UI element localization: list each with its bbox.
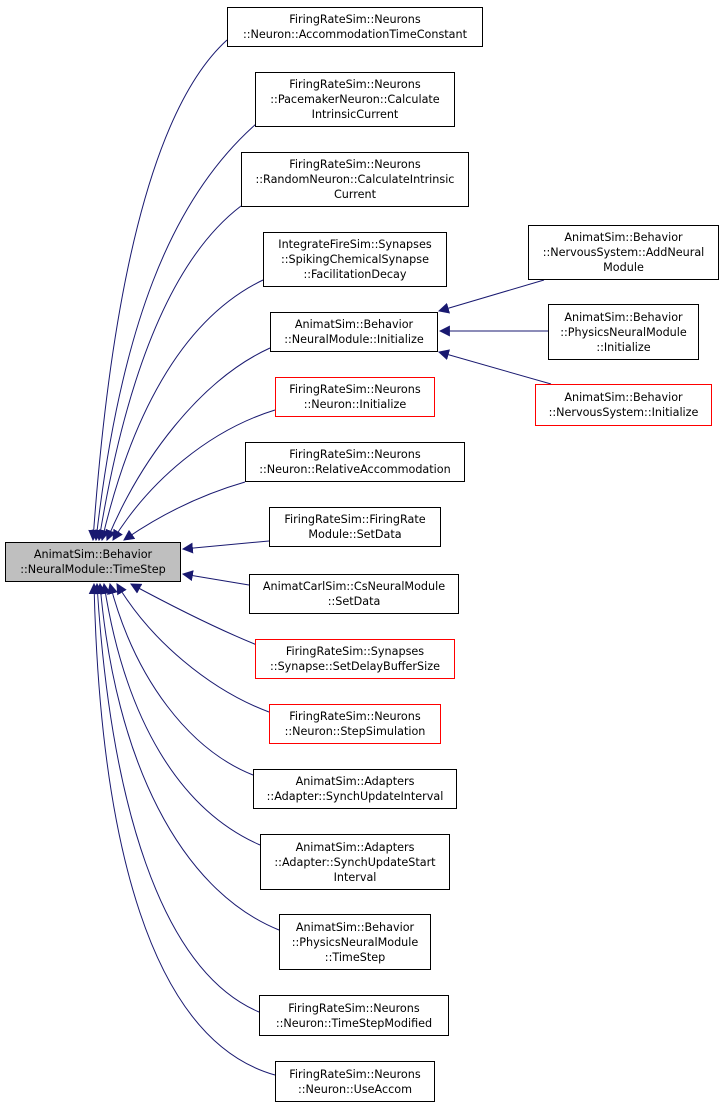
init-caller-node-physics-neural-module-initialize[interactable]: AnimatSim::Behavior ::PhysicsNeuralModul… (548, 304, 699, 360)
edge-facilitation-decay (98, 279, 264, 542)
edge-cs-setdata (181, 570, 250, 586)
caller-node-use-accom[interactable]: FiringRateSim::Neurons ::Neuron::UseAcco… (275, 1061, 435, 1102)
caller-node-pacemaker-calculate-intrinsic-current[interactable]: FiringRateSim::Neurons ::PacemakerNeuron… (255, 72, 455, 127)
node-label: FiringRateSim::Neurons ::Neuron::StepSim… (284, 710, 426, 738)
edge-nervous-system-initialize (437, 349, 552, 385)
caller-node-relative-accommodation[interactable]: FiringRateSim::Neurons ::Neuron::Relativ… (245, 442, 465, 482)
node-label: FiringRateSim::Neurons ::RandomNeuron::C… (255, 158, 455, 201)
edge-use-accom (88, 582, 276, 1076)
edge-synch-update-interval (107, 582, 254, 776)
init-caller-node-add-neural-module[interactable]: AnimatSim::Behavior ::NervousSystem::Add… (528, 225, 719, 280)
node-label: FiringRateSim::Neurons ::Neuron::UseAcco… (289, 1067, 421, 1096)
edge-timestep-modified (92, 582, 260, 1013)
node-label: AnimatSim::Behavior ::NervousSystem::Ini… (548, 391, 699, 419)
caller-node-firingrate-module-setdata[interactable]: FiringRateSim::FiringRate Module::SetDat… (269, 507, 441, 547)
edge-add-neural-module (437, 279, 545, 314)
edge-relative-accommodation (123, 481, 246, 541)
caller-node-random-calculate-intrinsic-current[interactable]: FiringRateSim::Neurons ::RandomNeuron::C… (241, 152, 469, 207)
edge-synch-update-start-interval (100, 582, 261, 846)
node-label: AnimatSim::Behavior ::NervousSystem::Add… (542, 231, 705, 274)
caller-node-step-simulation[interactable]: FiringRateSim::Neurons ::Neuron::StepSim… (269, 704, 441, 744)
caller-node-physics-neural-module-timestep[interactable]: AnimatSim::Behavior ::PhysicsNeuralModul… (279, 914, 431, 970)
edge-step-simulation (116, 583, 270, 713)
edge-accommodation-time-constant (88, 39, 228, 542)
caller-node-synch-update-start-interval[interactable]: AnimatSim::Adapters ::Adapter::SynchUpda… (260, 834, 450, 890)
edge-firingrate-setdata (181, 540, 270, 554)
edge-set-delay-buffer-size (130, 583, 258, 646)
edge-pacemaker (91, 123, 257, 542)
node-label: AnimatSim::Behavior ::NeuralModule::Init… (284, 318, 424, 346)
edge-neuralmodule-initialize (105, 347, 271, 542)
edge-neuron-initialize (112, 409, 276, 541)
node-label: AnimatSim::Behavior ::PhysicsNeuralModul… (291, 920, 419, 964)
edge-physics-timestep (95, 582, 280, 931)
caller-node-neuron-initialize[interactable]: FiringRateSim::Neurons ::Neuron::Initial… (275, 377, 435, 417)
node-label: FiringRateSim::Neurons ::Neuron::Relativ… (259, 448, 451, 476)
node-label: FiringRateSim::Neurons ::PacemakerNeuron… (270, 78, 440, 121)
root-node-label: AnimatSim::Behavior ::NeuralModule::Time… (20, 548, 166, 576)
node-label: AnimatCarlSim::CsNeuralModule ::SetData (262, 580, 446, 608)
caller-node-neuralmodule-initialize[interactable]: AnimatSim::Behavior ::NeuralModule::Init… (270, 312, 438, 352)
node-label: AnimatSim::Behavior ::PhysicsNeuralModul… (560, 310, 687, 354)
node-label: AnimatSim::Adapters ::Adapter::SynchUpda… (266, 775, 444, 803)
edge-random-neuron (95, 205, 242, 542)
node-label: FiringRateSim::Neurons ::Neuron::Initial… (289, 383, 421, 411)
caller-node-timestep-modified[interactable]: FiringRateSim::Neurons ::Neuron::TimeSte… (259, 995, 449, 1036)
node-label: IntegrateFireSim::Synapses ::SpikingChem… (278, 238, 432, 281)
node-label: FiringRateSim::FiringRate Module::SetDat… (284, 513, 426, 541)
caller-node-facilitation-decay[interactable]: IntegrateFireSim::Synapses ::SpikingChem… (263, 232, 447, 287)
caller-node-cs-neural-module-setdata[interactable]: AnimatCarlSim::CsNeuralModule ::SetData (249, 574, 459, 614)
init-caller-node-nervous-system-initialize[interactable]: AnimatSim::Behavior ::NervousSystem::Ini… (535, 384, 712, 426)
caller-node-set-delay-buffer-size[interactable]: FiringRateSim::Synapses ::Synapse::SetDe… (255, 639, 455, 679)
root-node-neuralmodule-timestep: AnimatSim::Behavior ::NeuralModule::Time… (5, 542, 181, 582)
node-label: FiringRateSim::Neurons ::Neuron::TimeSte… (275, 1001, 433, 1030)
node-label: AnimatSim::Adapters ::Adapter::SynchUpda… (274, 840, 436, 884)
caller-node-synch-update-interval[interactable]: AnimatSim::Adapters ::Adapter::SynchUpda… (253, 769, 457, 809)
node-label: FiringRateSim::Neurons ::Neuron::Accommo… (242, 13, 467, 41)
caller-node-accommodation-time-constant[interactable]: FiringRateSim::Neurons ::Neuron::Accommo… (227, 7, 483, 47)
node-label: FiringRateSim::Synapses ::Synapse::SetDe… (270, 645, 440, 673)
